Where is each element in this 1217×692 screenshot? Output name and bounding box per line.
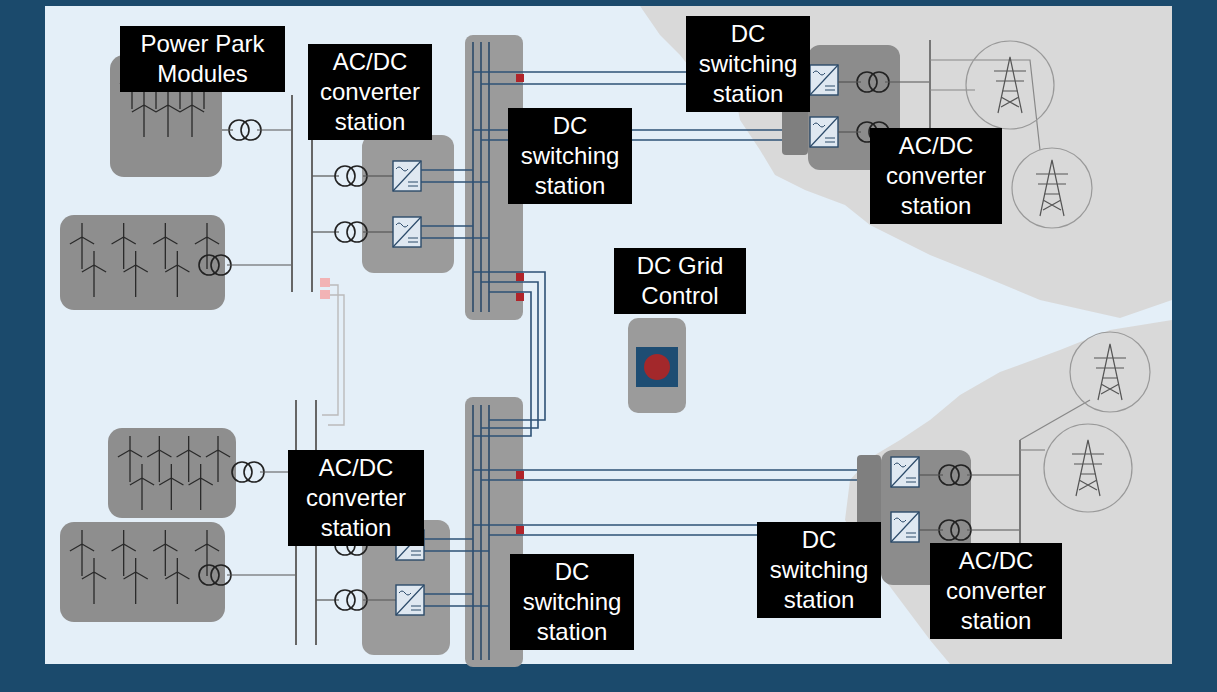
label-text: Power Park Modules — [126, 29, 279, 89]
control-symbol — [636, 347, 678, 387]
control-unit-area — [628, 318, 686, 413]
cable — [472, 405, 474, 660]
label-box: DC switching station — [510, 554, 634, 650]
cable — [1020, 400, 1090, 440]
converter-station-area — [362, 135, 454, 273]
converter-symbol — [891, 512, 919, 542]
transformer-symbol — [199, 565, 231, 585]
cable — [424, 605, 489, 607]
breaker-symbol — [516, 74, 524, 82]
cable — [421, 181, 489, 183]
cable — [967, 529, 1020, 530]
cable — [838, 131, 861, 132]
converter-symbol — [396, 585, 424, 615]
transformer-symbol — [939, 520, 971, 540]
cable — [919, 529, 943, 530]
cable — [424, 593, 473, 595]
transformer-symbol — [199, 255, 231, 275]
label-box: AC/DC converter station — [308, 44, 432, 140]
wind-farm-area — [60, 522, 225, 622]
cable — [919, 474, 943, 475]
pylon-symbol — [1070, 332, 1150, 412]
cable — [328, 295, 344, 425]
wind-turbines — [118, 436, 230, 510]
wind-farm-area — [60, 215, 225, 310]
cable — [322, 285, 338, 415]
cable — [473, 292, 531, 436]
wind-turbines — [70, 223, 219, 297]
cable — [222, 129, 233, 130]
wind-farm-area — [108, 428, 236, 518]
label-text: DC switching station — [763, 525, 875, 615]
label-box: DC switching station — [686, 16, 810, 112]
pylon-symbol — [1012, 148, 1092, 228]
breaker-symbol — [320, 278, 330, 287]
cable — [227, 574, 296, 575]
cable — [967, 474, 1020, 475]
cable — [363, 231, 393, 232]
breaker-symbol — [516, 273, 524, 281]
breaker-symbol — [516, 293, 524, 301]
label-text: DC switching station — [514, 111, 626, 201]
transformer-symbol — [857, 72, 889, 92]
cable — [421, 169, 473, 171]
breaker-symbol — [320, 290, 330, 299]
cable — [930, 89, 975, 90]
cable — [481, 479, 880, 481]
converter-symbol — [810, 117, 838, 147]
cable — [257, 129, 292, 130]
transformer-symbol — [335, 166, 367, 186]
label-box: DC switching station — [508, 108, 632, 204]
breaker-symbol — [516, 471, 524, 479]
cable — [481, 282, 538, 428]
transformer-symbol — [335, 222, 367, 242]
breaker-symbol — [516, 526, 524, 534]
wind-turbines — [70, 530, 219, 604]
cable — [488, 405, 490, 660]
cable — [421, 225, 473, 227]
cable — [421, 237, 489, 239]
cable — [424, 550, 489, 552]
cable — [1020, 449, 1045, 450]
label-text: AC/DC converter station — [314, 47, 426, 137]
cable — [363, 175, 393, 176]
converter-symbol — [393, 161, 421, 191]
label-text: DC switching station — [516, 557, 628, 647]
sea — [45, 6, 1172, 664]
label-text: AC/DC converter station — [936, 546, 1056, 636]
cable — [291, 95, 293, 292]
converter-symbol — [891, 457, 919, 487]
cable — [838, 81, 861, 82]
label-text: AC/DC converter station — [294, 453, 418, 543]
cable — [480, 405, 482, 660]
pylon-symbol — [1044, 424, 1132, 512]
label-box: AC/DC converter station — [930, 543, 1062, 639]
label-box: AC/DC converter station — [870, 128, 1002, 224]
converter-symbol — [810, 65, 838, 95]
transformer-symbol — [335, 590, 367, 610]
transformer-symbol — [939, 465, 971, 485]
cable — [424, 538, 473, 540]
label-box: DC switching station — [757, 522, 881, 618]
cable — [473, 469, 880, 471]
label-box: AC/DC converter station — [288, 450, 424, 546]
transformer-symbol — [229, 120, 261, 140]
cable — [363, 599, 396, 600]
label-text: DC switching station — [692, 19, 804, 109]
cable — [227, 264, 292, 265]
cable — [473, 272, 545, 420]
label-box: DC Grid Control — [614, 248, 746, 314]
label-box: Power Park Modules — [120, 26, 285, 92]
control-symbol — [644, 354, 670, 380]
cable — [885, 81, 930, 82]
label-text: AC/DC converter station — [876, 131, 996, 221]
converter-symbol — [393, 217, 421, 247]
label-text: DC Grid Control — [620, 251, 740, 311]
transformer-symbol — [232, 462, 264, 482]
land — [845, 320, 1172, 664]
pylon-symbol — [966, 41, 1054, 129]
